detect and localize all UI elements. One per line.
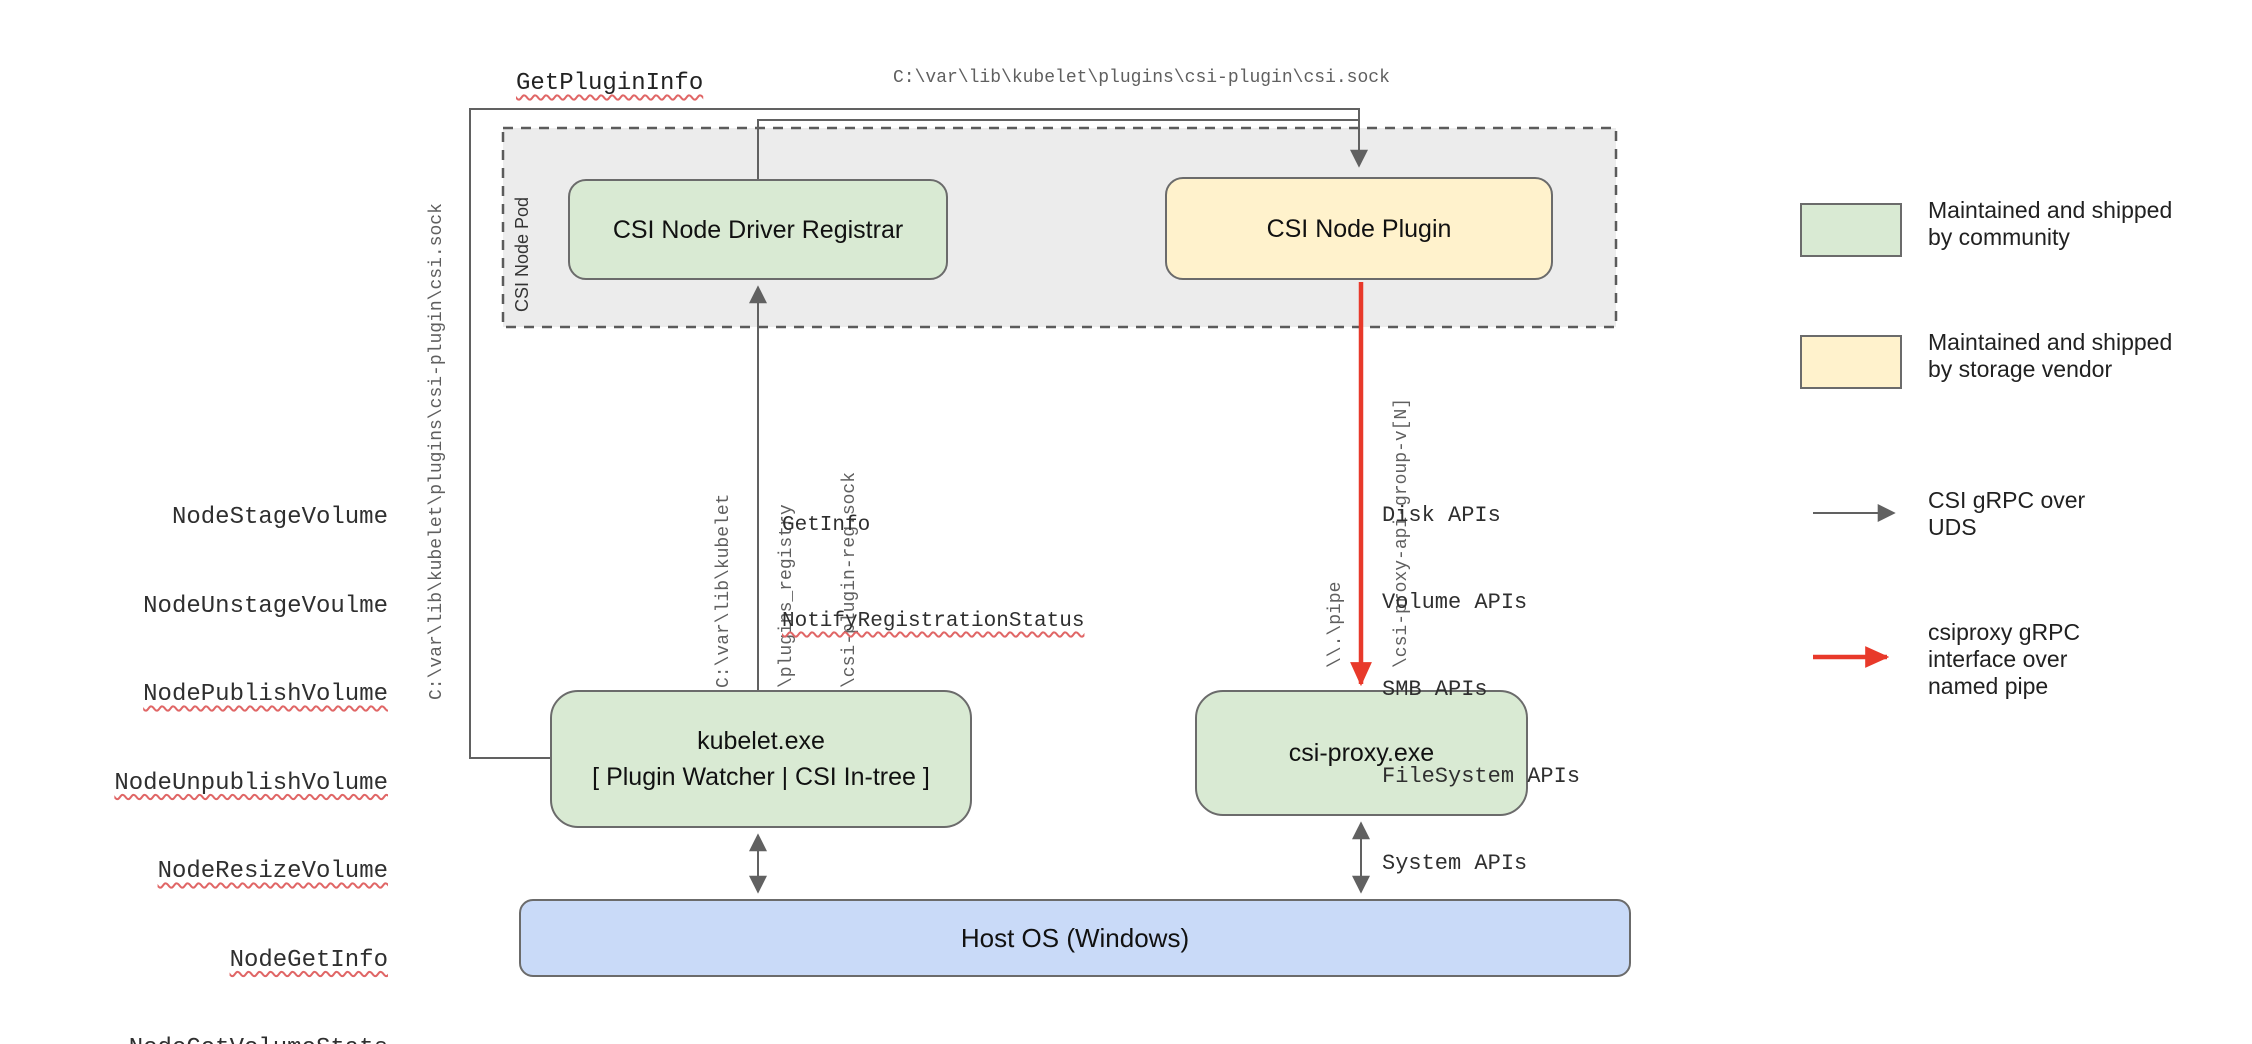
legend-community-line2: by community bbox=[1928, 224, 2070, 250]
get-plugin-info-label: GetPluginInfo bbox=[516, 70, 704, 97]
node-csi-node-plugin: CSI Node Plugin bbox=[1165, 177, 1553, 280]
node-host-os: Host OS (Windows) bbox=[519, 899, 1631, 977]
node-csi-node-driver-registrar: CSI Node Driver Registrar bbox=[568, 179, 948, 280]
proxy-api-list: Disk APIs Volume APIs SMB APIs FileSyste… bbox=[1382, 443, 1580, 936]
proxy-api: System APIs bbox=[1382, 851, 1528, 876]
node-method: NodeGetVolumeStats bbox=[114, 1034, 388, 1044]
node-kubelet: kubelet.exe [ Plugin Watcher | CSI In-tr… bbox=[550, 690, 972, 828]
legend-pipe-line1: csiproxy gRPC bbox=[1928, 619, 2081, 645]
kubelet-label-line1: kubelet.exe bbox=[697, 727, 825, 755]
legend-pipe-text: csiproxy gRPC interface over named pipe bbox=[1928, 619, 2080, 700]
legend-vendor-line1: Maintained and shipped bbox=[1928, 329, 2173, 355]
plugin-label: CSI Node Plugin bbox=[1266, 214, 1452, 243]
legend-community-swatch bbox=[1800, 203, 1902, 257]
legend-uds-line2: UDS bbox=[1928, 514, 1977, 540]
legend-pipe-line3: named pipe bbox=[1928, 673, 2049, 699]
proxy-api: FileSystem APIs bbox=[1382, 764, 1581, 789]
legend-vendor-line2: by storage vendor bbox=[1928, 356, 2113, 382]
csi-proxy-label: csi-proxy.exe bbox=[1288, 739, 1435, 767]
csi-node-pod-label: CSI Node Pod bbox=[512, 196, 532, 312]
node-method: NodePublishVolume bbox=[143, 681, 388, 708]
edge-kubelet-to-plugin bbox=[469, 108, 1368, 759]
legend-community-text: Maintained and shipped by community bbox=[1928, 197, 2172, 251]
plugin-reg-sock-line1: C:\var\lib\kubelet bbox=[714, 493, 734, 688]
edge-registrar-to-plugin bbox=[757, 119, 1358, 179]
legend-vendor-text: Maintained and shipped by storage vendor bbox=[1928, 329, 2172, 383]
kubelet-label-line2: [ Plugin Watcher | CSI In-tree ] bbox=[592, 763, 930, 791]
legend-vendor-swatch bbox=[1800, 335, 1902, 389]
legend-pipe-line2: interface over bbox=[1928, 646, 2068, 672]
legend-community-line1: Maintained and shipped bbox=[1928, 197, 2173, 223]
proxy-api: SMB APIs bbox=[1382, 677, 1488, 702]
proxy-api: Disk APIs bbox=[1382, 503, 1501, 528]
node-method-list: NodeStageVolume NodeUnstageVoulme NodePu… bbox=[114, 444, 388, 1044]
notify-registration-status-label: NotifyRegistrationStatus bbox=[782, 610, 1085, 633]
legend-uds-text: CSI gRPC over UDS bbox=[1928, 487, 2085, 541]
node-method: NodeResizeVolume bbox=[157, 858, 388, 885]
named-pipe-line1: \\.\pipe bbox=[1326, 581, 1346, 668]
get-info-label: GetInfo bbox=[782, 514, 871, 537]
legend-uds-line1: CSI gRPC over bbox=[1928, 487, 2086, 513]
node-method: NodeGetInfo bbox=[229, 946, 388, 974]
proxy-api: Volume APIs bbox=[1382, 590, 1528, 615]
csi-sock-path-left-label: C:\var\lib\kubelet\plugins\csi-plugin\cs… bbox=[427, 203, 447, 700]
node-method: NodeUnpublishVolume bbox=[114, 769, 388, 797]
node-csi-proxy: csi-proxy.exe bbox=[1195, 690, 1528, 816]
host-os-label: Host OS (Windows) bbox=[960, 922, 1190, 953]
csi-sock-path-top-label: C:\var\lib\kubelet\plugins\csi-plugin\cs… bbox=[893, 68, 1390, 88]
node-method: NodeUnstageVoulme bbox=[143, 592, 388, 620]
registrar-calls-label: GetInfo NotifyRegistrationStatus bbox=[782, 446, 1084, 702]
node-method: NodeStageVolume bbox=[171, 504, 388, 531]
registrar-label: CSI Node Driver Registrar bbox=[612, 215, 904, 244]
